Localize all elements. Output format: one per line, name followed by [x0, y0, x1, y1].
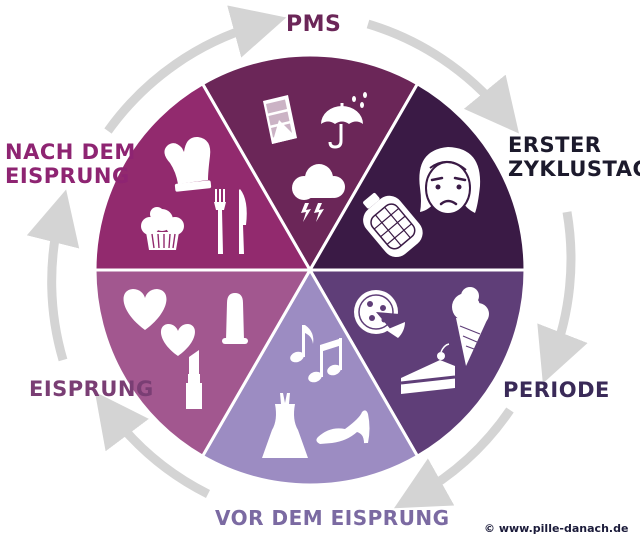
- vor-icons: [262, 325, 370, 458]
- phase-label-vor-dem-eisprung: VOR DEM EISPRUNG: [215, 507, 450, 530]
- cycle-wheel: [93, 53, 527, 487]
- phase-label-line: VOR DEM EISPRUNG: [215, 506, 450, 530]
- phase-label-line: NACH DEM: [5, 140, 136, 164]
- arrow-to-nach: [26, 189, 80, 362]
- chocolate-bar-icon: [263, 95, 297, 144]
- music-notes-icon: [290, 325, 342, 383]
- arrow-to-eisprung: [94, 391, 211, 499]
- dress-icon: [262, 393, 308, 458]
- phase-label-periode: PERIODE: [503, 378, 610, 402]
- cake-slice-icon: [400, 343, 456, 394]
- nach-icons: [141, 136, 247, 254]
- erster-icons: [363, 147, 481, 258]
- eisprung-icons: [123, 289, 248, 409]
- umbrella-rain-icon: [321, 92, 367, 149]
- arrow-to-pms: [104, 5, 287, 134]
- phase-label-erster-zyklustag: ERSTER ZYKLUSTAG: [508, 133, 640, 181]
- hearts-icon: [123, 289, 195, 356]
- segment-pms: [200, 53, 420, 274]
- ice-cream-cone-icon: [452, 287, 489, 366]
- phase-label-line: EISPRUNG: [29, 377, 154, 401]
- lipstick-icon: [186, 350, 202, 409]
- thundercloud-icon: [292, 164, 345, 222]
- phase-label-line: EISPRUNG: [5, 164, 130, 189]
- pms-icons: [263, 92, 367, 222]
- phase-label-eisprung: EISPRUNG: [29, 377, 154, 401]
- arrow-to-periode: [537, 211, 588, 384]
- sad-face-icon: [419, 147, 481, 215]
- phase-label-pms: PMS: [286, 12, 341, 37]
- arrow-to-erster: [366, 19, 519, 134]
- condom-icon: [222, 293, 248, 344]
- phase-label-line: ERSTER: [508, 133, 602, 157]
- phase-label-line: PMS: [286, 12, 342, 37]
- oven-mitt-icon: [164, 136, 212, 192]
- pizza-icon: [354, 290, 405, 338]
- hot-water-bottle-icon: [363, 192, 423, 258]
- periode-icons: [354, 287, 489, 394]
- fork-knife-icon: [214, 189, 247, 254]
- arrow-to-vor: [394, 407, 514, 509]
- copyright-text: © www.pille-danach.de: [484, 522, 629, 535]
- phase-label-nach-dem-eisprung: NACH DEM EISPRUNG: [5, 140, 136, 188]
- phase-label-line: PERIODE: [503, 378, 610, 402]
- cycle-arrows: [26, 5, 588, 509]
- muffin-icon: [141, 207, 184, 250]
- high-heel-icon: [316, 410, 370, 444]
- phase-label-line: ZYKLUSTAG: [508, 157, 640, 182]
